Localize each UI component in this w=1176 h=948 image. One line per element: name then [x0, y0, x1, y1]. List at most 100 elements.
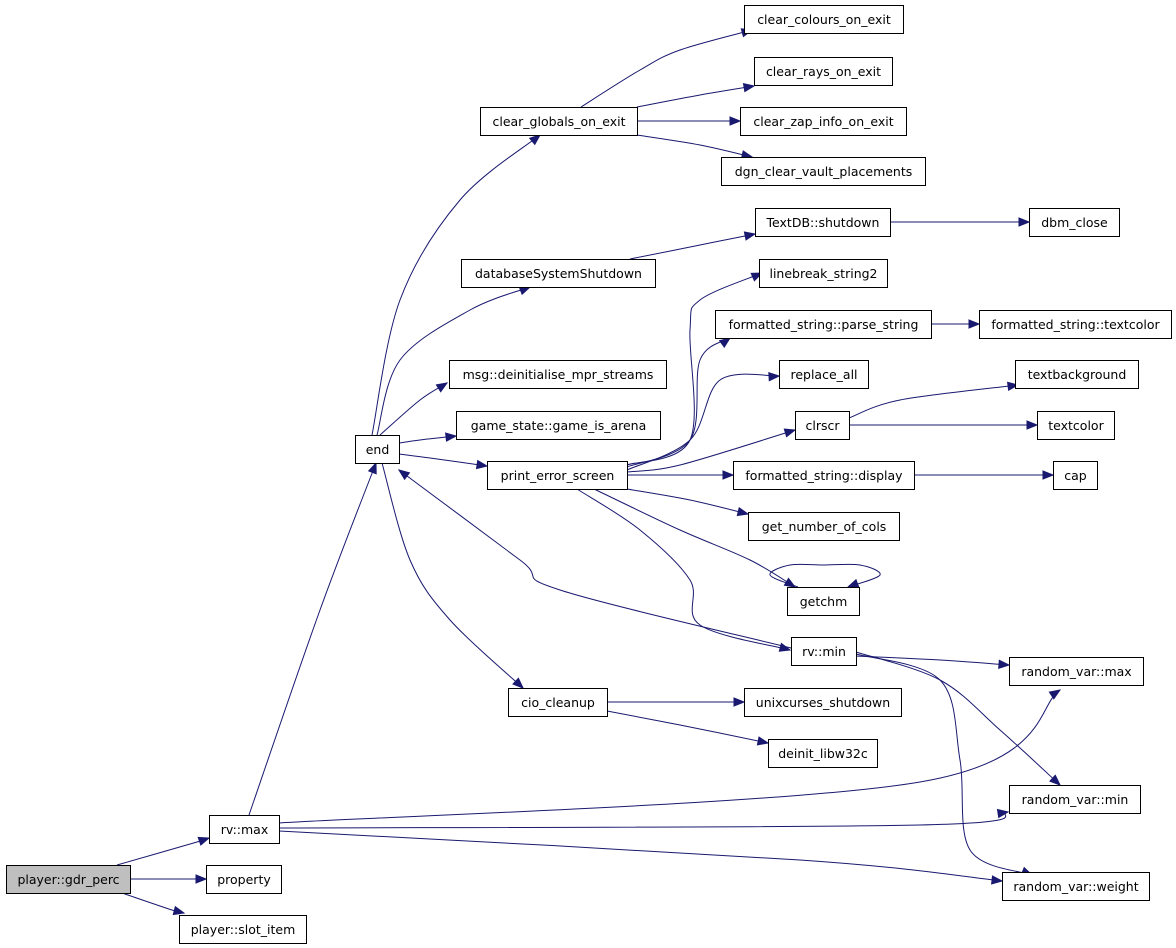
node-label: replace_all [790, 367, 857, 382]
node-label: get_number_of_cols [762, 519, 887, 534]
node-box[interactable] [715, 310, 932, 339]
node-box[interactable] [755, 208, 891, 237]
node-cio[interactable]: cio_cleanup [508, 688, 608, 717]
node-box[interactable] [209, 815, 280, 844]
arrowhead [1007, 381, 1020, 391]
node-box[interactable] [795, 411, 850, 440]
node-gnc[interactable]: get_number_of_cols [748, 512, 900, 541]
node-box[interactable] [1029, 208, 1120, 237]
node-clrzap[interactable]: clear_zap_info_on_exit [740, 107, 907, 136]
node-label: databaseSystemShutdown [475, 266, 642, 281]
node-clrglob[interactable]: clear_globals_on_exit [480, 107, 638, 136]
node-label: linebreak_string2 [769, 266, 877, 281]
node-box[interactable] [449, 360, 667, 389]
node-box[interactable] [787, 587, 860, 616]
node-arena[interactable]: game_state::game_is_arena [456, 411, 661, 440]
node-box[interactable] [744, 688, 902, 717]
edge-clrglob-to-clrcol [580, 28, 754, 108]
node-fsparse[interactable]: formatted_string::parse_string [715, 310, 932, 339]
node-lb2[interactable]: linebreak_string2 [759, 259, 888, 288]
node-box[interactable] [759, 259, 888, 288]
node-label: rv::max [221, 822, 269, 837]
node-box[interactable] [733, 461, 915, 490]
node-box[interactable] [768, 739, 878, 768]
node-box[interactable] [508, 688, 608, 717]
node-cap[interactable]: cap [1053, 461, 1098, 490]
node-box[interactable] [1015, 360, 1139, 389]
edge-line [626, 337, 731, 468]
node-end[interactable]: end [355, 435, 400, 464]
node-deinit[interactable]: deinit_libw32c [768, 739, 878, 768]
arrowhead [736, 506, 750, 517]
node-repall[interactable]: replace_all [779, 360, 869, 389]
edge-pes-to-repall [626, 371, 781, 471]
node-label: cap [1064, 468, 1087, 483]
edge-line [379, 382, 448, 436]
node-gdr[interactable]: player::gdr_perc [6, 865, 131, 894]
node-label: random_var::min [1022, 792, 1129, 807]
edge-end-to-cio [381, 462, 524, 689]
edge-line [626, 272, 763, 466]
node-box[interactable] [456, 411, 661, 440]
arrowhead [435, 382, 449, 393]
node-box[interactable] [754, 57, 893, 86]
node-box[interactable] [744, 5, 904, 34]
node-dbm[interactable]: dbm_close [1029, 208, 1120, 237]
node-box[interactable] [1009, 785, 1141, 814]
node-dbshut[interactable]: databaseSystemShutdown [461, 259, 656, 288]
node-box[interactable] [179, 915, 307, 944]
node-slot[interactable]: player::slot_item [179, 915, 307, 944]
node-pes[interactable]: print_error_screen [487, 461, 628, 490]
edge-clrglob-to-dgn [636, 134, 754, 160]
node-box[interactable] [461, 259, 656, 288]
node-box[interactable] [748, 512, 900, 541]
edge-pes-to-fsparse [626, 337, 732, 468]
node-box[interactable] [1053, 461, 1098, 490]
edge-pes-to-gnc [626, 488, 750, 517]
node-rvarw[interactable]: random_var::weight [1002, 872, 1150, 901]
edge-line [398, 469, 792, 649]
node-box[interactable] [791, 637, 857, 666]
node-rvarmin[interactable]: random_var::min [1009, 785, 1141, 814]
node-box[interactable] [480, 107, 638, 136]
node-property[interactable]: property [206, 865, 282, 894]
edge-line [576, 488, 791, 651]
node-textcolor[interactable]: textcolor [1037, 411, 1115, 440]
edge-end-to-clrglob [371, 134, 542, 436]
edge-line [606, 710, 769, 744]
node-textdb[interactable]: TextDB::shutdown [755, 208, 891, 237]
node-getchm[interactable]: getchm [787, 587, 860, 616]
node-fstc[interactable]: formatted_string::textcolor [979, 310, 1172, 339]
arrowhead [1049, 774, 1061, 786]
node-box[interactable] [487, 461, 628, 490]
node-box[interactable] [721, 157, 926, 186]
node-box[interactable] [6, 865, 131, 894]
node-box[interactable] [979, 310, 1172, 339]
edge-line [278, 830, 1003, 882]
node-box[interactable] [1002, 872, 1150, 901]
node-clrrays[interactable]: clear_rays_on_exit [754, 57, 893, 86]
node-box[interactable] [740, 107, 907, 136]
node-dgn[interactable]: dgn_clear_vault_placements [721, 157, 926, 186]
node-box[interactable] [355, 435, 400, 464]
edge-line [116, 837, 210, 866]
node-unix[interactable]: unixcurses_shutdown [744, 688, 902, 717]
node-rvarmax[interactable]: random_var::max [1009, 657, 1144, 686]
node-fsdisp[interactable]: formatted_string::display [733, 461, 915, 490]
node-box[interactable] [1009, 657, 1144, 686]
edge-line [278, 811, 1009, 829]
arrowhead [742, 83, 756, 93]
node-clrscr[interactable]: clrscr [795, 411, 850, 440]
node-clrcol[interactable]: clear_colours_on_exit [744, 5, 904, 34]
node-rvmin[interactable]: rv::min [791, 637, 857, 666]
node-box[interactable] [1037, 411, 1115, 440]
node-box[interactable] [206, 865, 282, 894]
node-label: deinit_libw32c [778, 746, 868, 761]
node-textbg[interactable]: textbackground [1015, 360, 1139, 389]
node-rvmax[interactable]: rv::max [209, 815, 280, 844]
arrowhead [528, 134, 542, 146]
node-msg[interactable]: msg::deinitialise_mpr_streams [449, 360, 667, 389]
arrowhead [991, 875, 1004, 885]
node-label: player::slot_item [191, 922, 296, 937]
node-box[interactable] [779, 360, 869, 389]
